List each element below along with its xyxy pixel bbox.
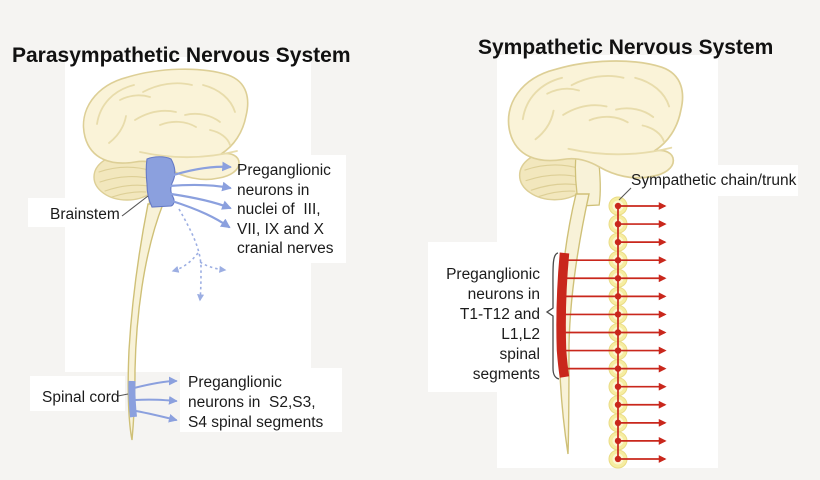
- sympathetic-chain-label: Sympathetic chain/trunk: [631, 172, 797, 189]
- sacral-highlight: [128, 380, 137, 418]
- vagus-dashed-arrows: [171, 208, 227, 302]
- sympathetic-chain: [560, 196, 667, 469]
- thoracic-text-panel: [428, 242, 548, 392]
- brainstem-pointer-line: [121, 195, 149, 217]
- sacral-text-panel: [180, 368, 342, 432]
- spinal-cord-pointer-line: [117, 393, 129, 397]
- thoracic-bracket: [545, 252, 560, 380]
- brainstem-label-panel: [28, 198, 127, 227]
- brainstem-highlight: [145, 156, 176, 208]
- thoracic-segments-label: Preganglionic neurons in T1-T12 and L1,L…: [446, 266, 540, 383]
- sacral-arrows: [133, 376, 178, 423]
- sacral-segments-label: Preganglionic neurons in S2,S3, S4 spina…: [188, 374, 324, 431]
- left-title: Parasympathetic Nervous System: [12, 44, 351, 67]
- cranial-nerves-label: Preganglionic neurons in nuclei of III, …: [237, 162, 334, 257]
- spinal-cord-label-panel: [30, 376, 125, 411]
- right-title: Sympathetic Nervous System: [478, 36, 774, 59]
- spinal-cord-label: Spinal cord: [42, 389, 120, 406]
- chain-pointer-line: [618, 187, 632, 201]
- brainstem-label: Brainstem: [50, 206, 120, 223]
- cranial-nerve-arrows: [165, 161, 232, 229]
- cranial-text-panel: [231, 155, 346, 263]
